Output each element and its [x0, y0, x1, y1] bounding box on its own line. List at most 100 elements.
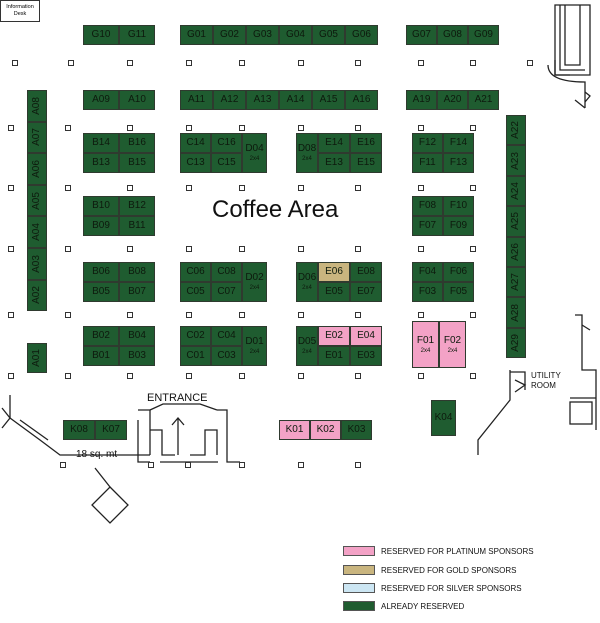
booth-a22[interactable]: A22	[506, 115, 526, 146]
booth-a21[interactable]: A21	[468, 90, 499, 110]
booth-a10[interactable]: A10	[119, 90, 155, 110]
booth-g08[interactable]: G08	[437, 25, 468, 45]
booth-b10[interactable]: B10	[83, 196, 119, 216]
booth-k02[interactable]: K02	[310, 420, 341, 440]
booth-b01[interactable]: B01	[83, 346, 119, 366]
booth-k07[interactable]: K07	[95, 420, 127, 440]
booth-e07[interactable]: E07	[350, 282, 382, 302]
booth-e02[interactable]: E02	[318, 326, 350, 346]
information-desk[interactable]: Information Desk	[0, 0, 40, 22]
booth-f05[interactable]: F05	[443, 282, 474, 302]
booth-k08[interactable]: K08	[63, 420, 95, 440]
booth-f13[interactable]: F13	[443, 153, 474, 173]
booth-f11[interactable]: F11	[412, 153, 443, 173]
booth-g07[interactable]: G07	[406, 25, 437, 45]
booth-g09[interactable]: G09	[468, 25, 499, 45]
booth-a06[interactable]: A06	[27, 153, 47, 185]
booth-a04[interactable]: A04	[27, 216, 47, 248]
booth-a25[interactable]: A25	[506, 206, 526, 237]
booth-b11[interactable]: B11	[119, 216, 155, 236]
booth-e06[interactable]: E06	[318, 262, 350, 282]
booth-g11[interactable]: G11	[119, 25, 155, 45]
booth-b07[interactable]: B07	[119, 282, 155, 302]
booth-f10[interactable]: F10	[443, 196, 474, 216]
booth-a08[interactable]: A08	[27, 90, 47, 122]
booth-b13[interactable]: B13	[83, 153, 119, 173]
booth-a14[interactable]: A14	[279, 90, 312, 110]
booth-a24[interactable]: A24	[506, 175, 526, 207]
booth-b04[interactable]: B04	[119, 326, 155, 346]
booth-f12[interactable]: F12	[412, 133, 443, 153]
booth-k01[interactable]: K01	[279, 420, 310, 440]
booth-a12[interactable]: A12	[213, 90, 246, 110]
booth-g06[interactable]: G06	[345, 25, 378, 45]
booth-a01[interactable]: A01	[27, 343, 47, 373]
booth-c04[interactable]: C04	[211, 326, 242, 346]
booth-c08[interactable]: C08	[211, 262, 242, 282]
booth-f08[interactable]: F08	[412, 196, 443, 216]
booth-g01[interactable]: G01	[180, 25, 213, 45]
booth-e08[interactable]: E08	[350, 262, 382, 282]
booth-f14[interactable]: F14	[443, 133, 474, 153]
booth-f04[interactable]: F04	[412, 262, 443, 282]
booth-e03[interactable]: E03	[350, 346, 382, 366]
booth-e16[interactable]: E16	[350, 133, 382, 153]
booth-b16[interactable]: B16	[119, 133, 155, 153]
booth-a07[interactable]: A07	[27, 121, 47, 154]
booth-g04[interactable]: G04	[279, 25, 312, 45]
booth-b14[interactable]: B14	[83, 133, 119, 153]
booth-k03[interactable]: K03	[341, 420, 372, 440]
booth-e14[interactable]: E14	[318, 133, 350, 153]
booth-a28[interactable]: A28	[506, 297, 526, 328]
booth-b06[interactable]: B06	[83, 262, 119, 282]
booth-e05[interactable]: E05	[318, 282, 350, 302]
booth-g02[interactable]: G02	[213, 25, 246, 45]
booth-a09[interactable]: A09	[83, 90, 119, 110]
booth-f03[interactable]: F03	[412, 282, 443, 302]
booth-b15[interactable]: B15	[119, 153, 155, 173]
booth-g05[interactable]: G05	[312, 25, 345, 45]
booth-b05[interactable]: B05	[83, 282, 119, 302]
booth-a15[interactable]: A15	[312, 90, 345, 110]
booth-b03[interactable]: B03	[119, 346, 155, 366]
booth-a26[interactable]: A26	[506, 236, 526, 267]
booth-a20[interactable]: A20	[437, 90, 468, 110]
booth-e15[interactable]: E15	[350, 153, 382, 173]
booth-a03[interactable]: A03	[27, 248, 47, 280]
booth-b02[interactable]: B02	[83, 326, 119, 346]
booth-b08[interactable]: B08	[119, 262, 155, 282]
booth-c14[interactable]: C14	[180, 133, 211, 153]
booth-c15[interactable]: C15	[211, 153, 242, 173]
booth-c07[interactable]: C07	[211, 282, 242, 302]
booth-f07[interactable]: F07	[412, 216, 443, 236]
booth-c01[interactable]: C01	[180, 346, 211, 366]
booth-e01[interactable]: E01	[318, 346, 350, 366]
booth-a11[interactable]: A11	[180, 90, 213, 110]
booth-g03[interactable]: G03	[246, 25, 279, 45]
booth-c02[interactable]: C02	[180, 326, 211, 346]
booth-c03[interactable]: C03	[211, 346, 242, 366]
booth-c06[interactable]: C06	[180, 262, 211, 282]
booth-f06[interactable]: F06	[443, 262, 474, 282]
booth-a16[interactable]: A16	[345, 90, 378, 110]
booth-a29[interactable]: A29	[506, 327, 526, 359]
booth-a13[interactable]: A13	[246, 90, 279, 110]
booth-e04[interactable]: E04	[350, 326, 382, 346]
booth-f09[interactable]: F09	[443, 216, 474, 236]
booth-b09[interactable]: B09	[83, 216, 119, 236]
booth-a19[interactable]: A19	[406, 90, 437, 110]
booth-a27[interactable]: A27	[506, 267, 526, 298]
booth-c05[interactable]: C05	[180, 282, 211, 302]
booth-c16[interactable]: C16	[211, 133, 242, 153]
booth-a05[interactable]: A05	[27, 184, 47, 217]
booth-g10[interactable]: G10	[83, 25, 119, 45]
booth-c13[interactable]: C13	[180, 153, 211, 173]
